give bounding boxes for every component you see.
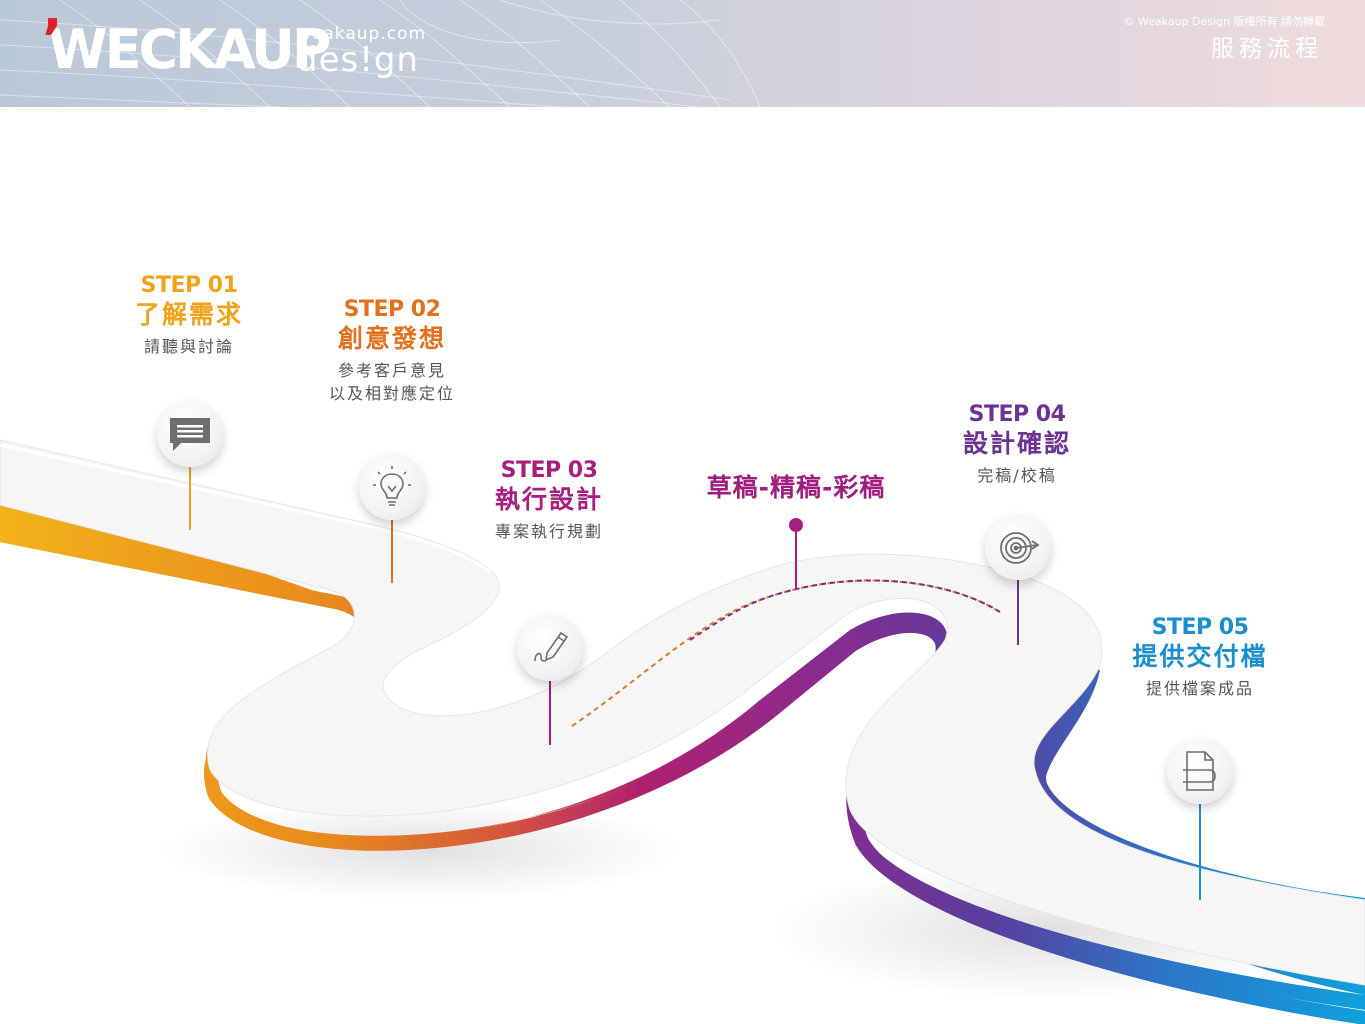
step-03: STEP 03 執行設計 專案執行規劃 — [429, 458, 669, 543]
lightbulb-icon — [359, 454, 425, 520]
step-03-desc: 專案執行規劃 — [494, 522, 603, 541]
pen-icon — [517, 615, 583, 681]
step-04-desc: 完稿/校稿 — [977, 466, 1057, 485]
step-01: STEP 01 了解需求 請聽與討論 — [69, 273, 309, 358]
step-03-title: 執行設計 — [494, 485, 603, 514]
step-01-number: STEP 01 — [140, 273, 238, 298]
road-surface — [0, 439, 1365, 986]
logo-domain: weakaup.com — [297, 24, 427, 44]
draft-label: 草稿-精稿-彩稿 — [706, 473, 886, 502]
logo-design: des!gn — [296, 40, 419, 80]
document-icon — [1167, 738, 1233, 804]
logo: ’ WECKAUP — [42, 10, 331, 81]
step-02-number: STEP 02 — [343, 297, 441, 322]
logo-apostrophe: ’ — [42, 8, 62, 71]
target-icon — [985, 514, 1051, 580]
step-02-title: 創意發想 — [337, 324, 446, 353]
step-02-desc: 參考客戶意見 以及相對應定位 — [328, 361, 455, 403]
draft-dashed-line — [571, 579, 1001, 727]
step-05-desc: 提供檔案成品 — [1145, 679, 1254, 698]
mesh-decoration — [0, 0, 761, 107]
step-05-title: 提供交付檔 — [1132, 642, 1268, 671]
step-04: STEP 04 設計確認 完稿/校稿 — [897, 402, 1137, 487]
copyright-notice: © Weakaup Design 版權所有 請勿轉載 — [1123, 15, 1325, 28]
step-04-number: STEP 04 — [968, 402, 1066, 427]
chat-icon — [157, 401, 223, 467]
step-02: STEP 02 創意發想 參考客戶意見 以及相對應定位 — [272, 297, 512, 405]
logo-wordmark: WECKAUP — [48, 18, 331, 81]
page-title: 服務流程 — [1211, 36, 1323, 62]
step-01-title: 了解需求 — [134, 300, 243, 329]
step-05-number: STEP 05 — [1151, 615, 1249, 640]
step-05: STEP 05 提供交付檔 提供檔案成品 — [1080, 615, 1320, 700]
draft-pin-dot — [789, 518, 803, 532]
step-04-title: 設計確認 — [962, 429, 1071, 458]
header-banner: ’ WECKAUP weakaup.com des!gn © Weakaup D… — [0, 0, 1365, 107]
step-03-number: STEP 03 — [500, 458, 598, 483]
step-01-desc: 請聽與討論 — [143, 337, 234, 356]
